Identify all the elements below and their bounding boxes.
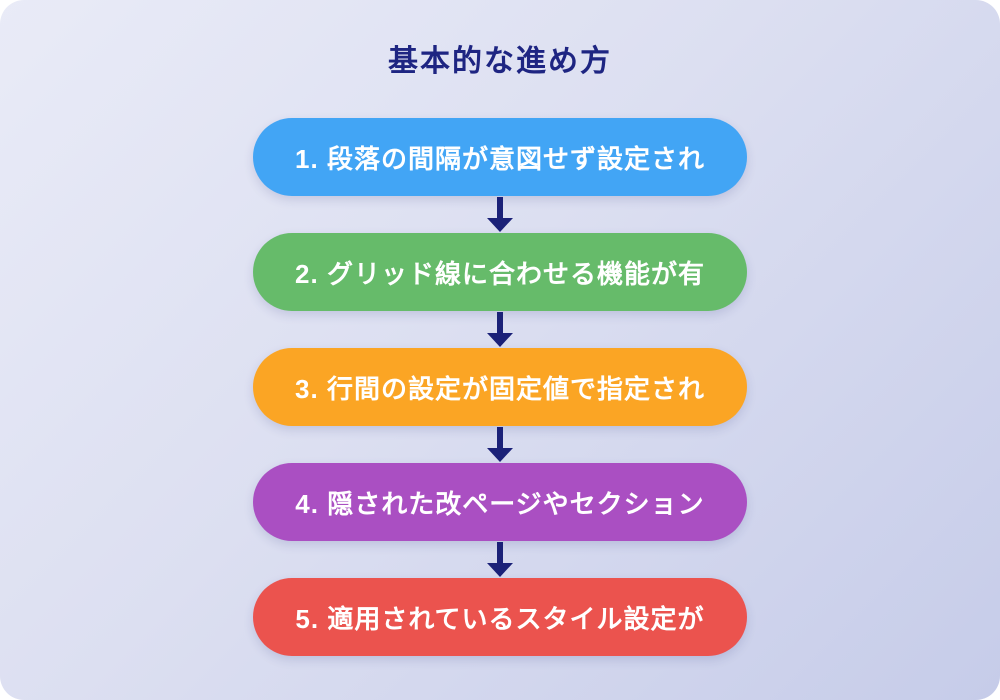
flow-step-2: 2. グリッド線に合わせる機能が有 [253, 233, 747, 311]
flow-step-3-label: 3. 行間の設定が固定値で指定され [295, 373, 705, 404]
flow-step-4-label: 4. 隠された改ページやセクション [295, 488, 705, 519]
page-title: 基本的な進め方 [388, 45, 612, 78]
flow-step-1-label: 1. 段落の間隔が意図せず設定され [295, 143, 705, 174]
flow-step-5: 5. 適用されているスタイル設定が [253, 578, 747, 656]
flow-step-4: 4. 隠された改ページやセクション [253, 463, 747, 541]
flow-step-5-label: 5. 適用されているスタイル設定が [295, 603, 705, 634]
flow-step-1: 1. 段落の間隔が意図せず設定され [253, 118, 747, 196]
flow-step-2-label: 2. グリッド線に合わせる機能が有 [295, 258, 705, 289]
down-arrow-icon [486, 196, 514, 233]
flow-step-3: 3. 行間の設定が固定値で指定され [253, 348, 747, 426]
down-arrow-icon [486, 426, 514, 463]
down-arrow-icon [486, 541, 514, 578]
flow-steps: 1. 段落の間隔が意図せず設定され 2. グリッド線に合わせる機能が有 3. 行… [0, 118, 1000, 656]
down-arrow-icon [486, 311, 514, 348]
